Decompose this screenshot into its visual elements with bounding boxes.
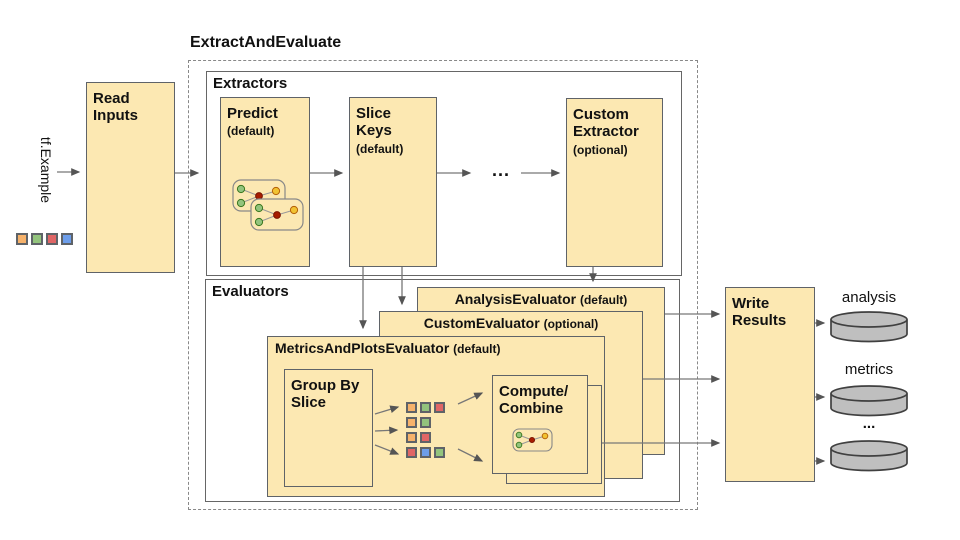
- compute-combine-line1: Compute/: [499, 383, 569, 400]
- predict-title: Predict: [227, 105, 278, 122]
- slice-square-blue-icon: [420, 447, 431, 458]
- more-outputs-ellipsis: ...: [862, 415, 876, 432]
- extractors-ellipsis: ...: [492, 160, 511, 180]
- evaluators-section-label: Evaluators: [212, 283, 289, 300]
- more-database-icon: [829, 439, 909, 479]
- slice-square-red-icon: [434, 402, 445, 413]
- custom-extractor-title: Custom Extractor: [573, 106, 639, 141]
- write-results-label: Write Results: [732, 295, 787, 330]
- pipeline-title: ExtractAndEvaluate: [190, 34, 342, 51]
- extract-and-evaluate-container: [188, 60, 698, 510]
- write-results-box: Write Results: [725, 287, 815, 482]
- analysis-output-label: analysis: [841, 289, 897, 306]
- read-inputs-label: Read Inputs: [93, 90, 138, 125]
- analysis-database-icon: [829, 310, 909, 350]
- example-square-orange-icon: [16, 233, 28, 245]
- slice-square-green-icon: [420, 402, 431, 413]
- group-by-slice-label: Group By Slice: [291, 377, 360, 412]
- predict-model-graph-icon: [232, 179, 310, 238]
- analysis-evaluator-title: AnalysisEvaluator: [454, 291, 577, 307]
- custom-evaluator-title: CustomEvaluator: [423, 315, 540, 331]
- predict-subtitle: (default): [227, 124, 275, 139]
- read-inputs-box: Read Inputs: [86, 82, 175, 273]
- compute-combine-box: Compute/ Combine: [492, 375, 588, 474]
- custom-extractor-subtitle: (optional): [573, 142, 628, 157]
- slice-square-orange-icon: [406, 402, 417, 413]
- slice-square-orange-icon: [406, 432, 417, 443]
- metrics-evaluator-subtitle: (default): [453, 342, 501, 356]
- metrics-output-label: metrics: [844, 361, 894, 378]
- group-by-slice-box: Group By Slice: [284, 369, 373, 487]
- example-square-red-icon: [46, 233, 58, 245]
- compute-graph-icon: [512, 428, 554, 458]
- slice-keys-extractor-box: Slice Keys (default): [349, 97, 437, 267]
- slice-keys-subtitle: (default): [356, 141, 404, 156]
- extractors-container: [206, 71, 682, 276]
- custom-evaluator-subtitle: (optional): [543, 317, 599, 331]
- slice-keys-title: Slice Keys: [356, 105, 392, 140]
- slice-square-red-icon: [420, 432, 431, 443]
- metrics-evaluator-title: MetricsAndPlotsEvaluator: [275, 340, 450, 356]
- tf-example-label: tf.Example: [38, 136, 54, 204]
- example-square-green-icon: [31, 233, 43, 245]
- compute-combine-line2: Combine: [499, 400, 564, 418]
- slice-square-orange-icon: [406, 417, 417, 428]
- example-square-blue-icon: [61, 233, 73, 245]
- metrics-database-icon: [829, 384, 909, 424]
- custom-extractor-box: Custom Extractor (optional): [566, 98, 663, 267]
- slice-square-green-icon: [420, 417, 431, 428]
- analysis-evaluator-subtitle: (default): [579, 293, 628, 307]
- slice-square-green-icon: [434, 447, 445, 458]
- evaluators-container: [205, 279, 680, 502]
- slice-square-red-icon: [406, 447, 417, 458]
- extractors-section-label: Extractors: [213, 75, 288, 92]
